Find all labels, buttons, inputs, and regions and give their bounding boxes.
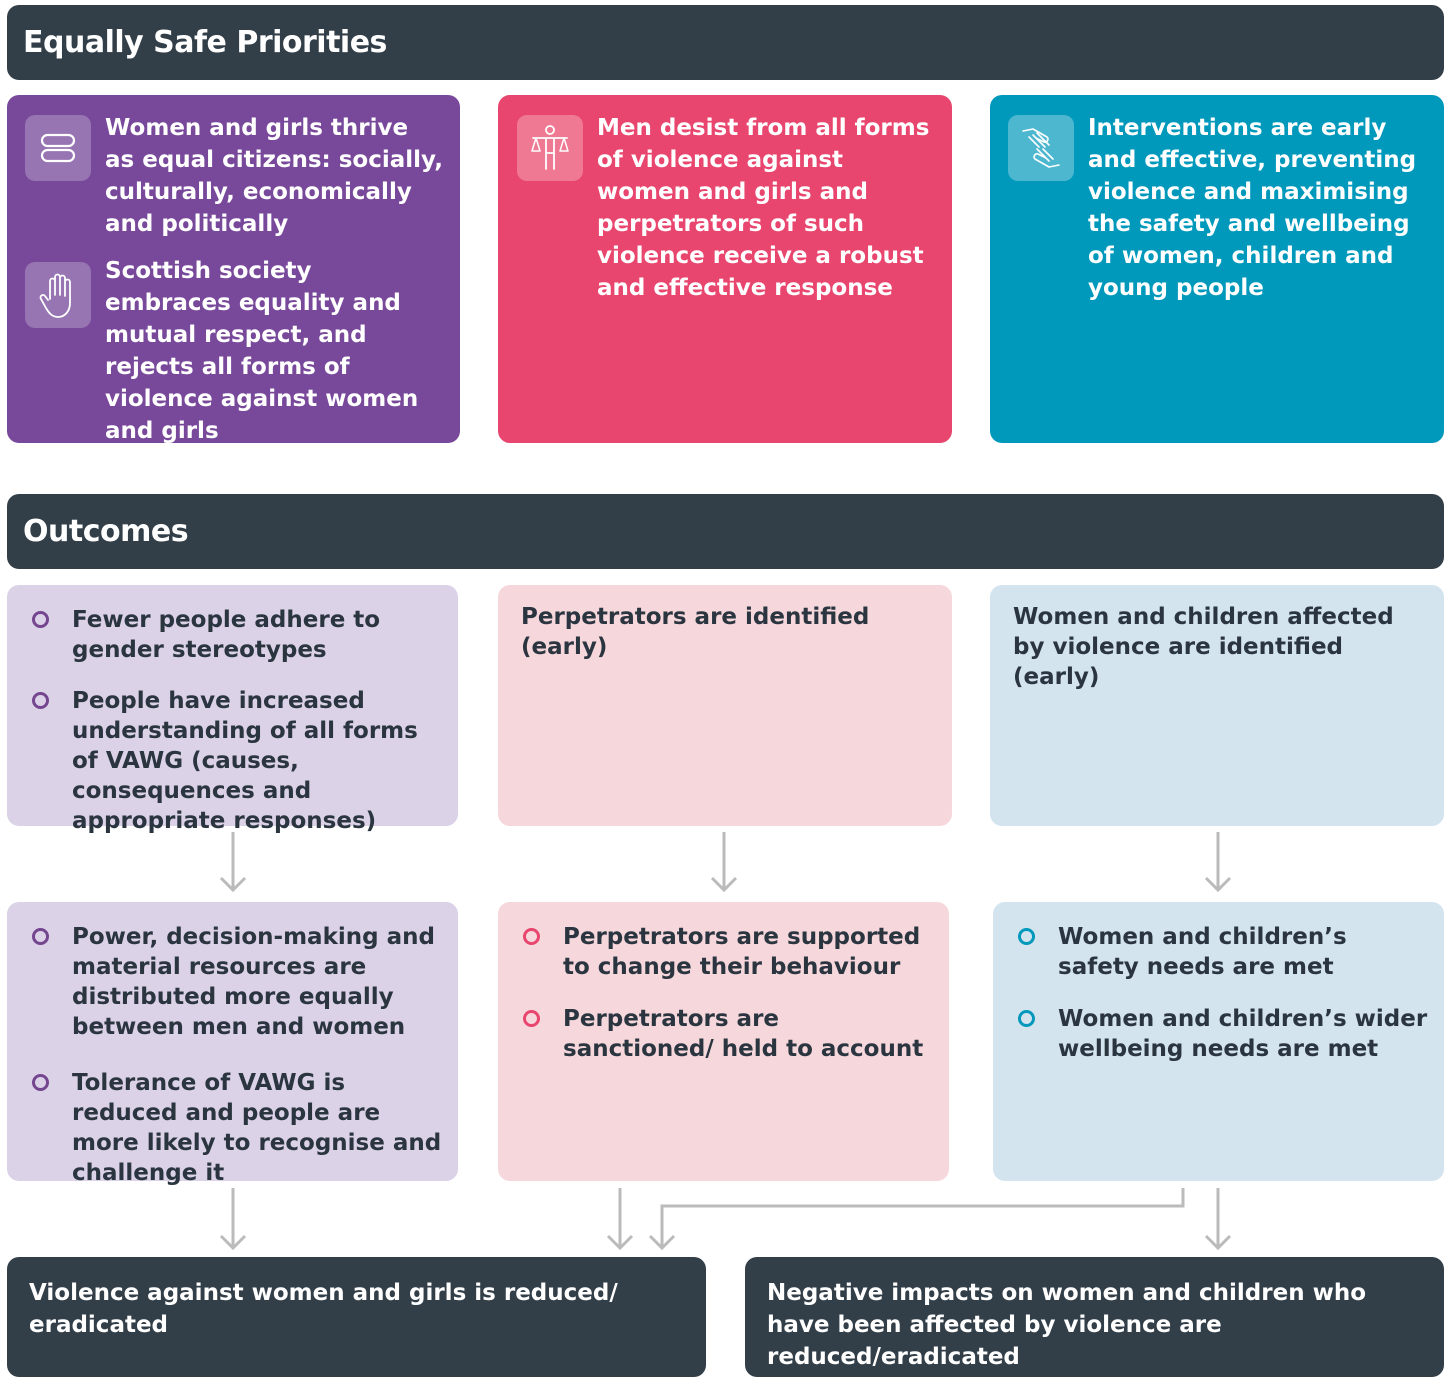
priorities-title: Equally Safe Priorities xyxy=(23,25,387,60)
list-item: People have increased understanding of a… xyxy=(32,686,442,836)
list-item: Tolerance of VAWG is reduced and people … xyxy=(32,1068,442,1188)
priority-text-1: Women and girls thrive as equal citizens… xyxy=(105,115,443,237)
outcome-text: Women and children’s safety needs are me… xyxy=(1058,924,1347,980)
list-item: Women and children’s wider wellbeing nee… xyxy=(1018,1004,1428,1064)
outcome-text: Women and children’s wider wellbeing nee… xyxy=(1058,1006,1428,1062)
outcome-text: Women and children affected by violence … xyxy=(1013,604,1394,690)
list-item: Perpetrators are sanctioned/ held to acc… xyxy=(523,1004,933,1064)
arrow-down-icon xyxy=(219,1188,247,1251)
scales-of-justice-icon xyxy=(517,115,583,181)
outcomes-title: Outcomes xyxy=(23,514,189,549)
final-outcome-impacts-reduced: Negative impacts on women and children w… xyxy=(745,1257,1444,1377)
final-outcome-text: Negative impacts on women and children w… xyxy=(767,1280,1366,1370)
outcome-text: Power, decision-making and material reso… xyxy=(72,924,435,1040)
arrow-down-icon xyxy=(710,832,738,893)
priority-box-perpetrators: Men desist from all forms of violence ag… xyxy=(498,95,952,443)
arrow-down-icon xyxy=(606,1188,634,1251)
priority-box-interventions: Interventions are early and effective, p… xyxy=(990,95,1444,443)
priority-text-3: Men desist from all forms of violence ag… xyxy=(597,115,930,301)
list-item: Perpetrators are supported to change the… xyxy=(523,922,933,982)
bullet-icon xyxy=(1018,928,1035,945)
outcome-text: Perpetrators are supported to change the… xyxy=(563,924,921,980)
bullet-icon xyxy=(32,611,49,628)
outcome-text: Perpetrators are sanctioned/ held to acc… xyxy=(563,1006,924,1062)
priority-box-equality: Women and girls thrive as equal citizens… xyxy=(7,95,460,444)
outcome-box-perpetrators-identified: Perpetrators are identified (early) xyxy=(498,585,952,826)
final-outcome-text: Violence against women and girls is redu… xyxy=(29,1280,618,1338)
arrow-down-icon xyxy=(1204,832,1232,893)
arrow-down-icon xyxy=(219,832,247,893)
connector-arrow-icon xyxy=(648,1188,1185,1251)
flow-arrows xyxy=(219,1188,1232,1251)
outcome-box-equality-tolerance: Power, decision-making and material reso… xyxy=(7,902,458,1186)
bullet-icon xyxy=(32,1074,49,1091)
outcomes-header: Outcomes xyxy=(7,494,1444,569)
priority-text-4: Interventions are early and effective, p… xyxy=(1088,115,1417,301)
outcome-box-victim-needs: Women and children’s safety needs are me… xyxy=(993,902,1444,1181)
list-item: Power, decision-making and material reso… xyxy=(32,922,442,1042)
bullet-icon xyxy=(523,1010,540,1027)
priorities-header: Equally Safe Priorities xyxy=(7,5,1444,80)
outcome-text: Tolerance of VAWG is reduced and people … xyxy=(72,1070,442,1186)
list-item: Women and children’s safety needs are me… xyxy=(1018,922,1428,982)
outcome-box-victims-identified: Women and children affected by violence … xyxy=(990,585,1444,826)
priority-text-2: Scottish society embraces equality and m… xyxy=(105,258,419,444)
bullet-icon xyxy=(1018,1010,1035,1027)
outcome-text: Fewer people adhere to gender stereotype… xyxy=(72,607,381,663)
arrow-down-icon xyxy=(1204,1188,1232,1251)
outcome-text: People have increased understanding of a… xyxy=(72,688,418,834)
list-item: Fewer people adhere to gender stereotype… xyxy=(32,605,442,665)
bullet-icon xyxy=(523,928,540,945)
equals-icon xyxy=(25,115,91,181)
outcome-text: Perpetrators are identified (early) xyxy=(521,604,870,660)
helping-hands-icon xyxy=(1008,115,1074,181)
bullet-icon xyxy=(32,692,49,709)
outcome-box-perpetrator-response: Perpetrators are supported to change the… xyxy=(498,902,949,1181)
outcome-box-prevention-early: Fewer people adhere to gender stereotype… xyxy=(7,585,458,834)
final-outcome-violence-reduced: Violence against women and girls is redu… xyxy=(7,1257,706,1377)
bullet-icon xyxy=(32,928,49,945)
hand-icon xyxy=(25,262,91,328)
